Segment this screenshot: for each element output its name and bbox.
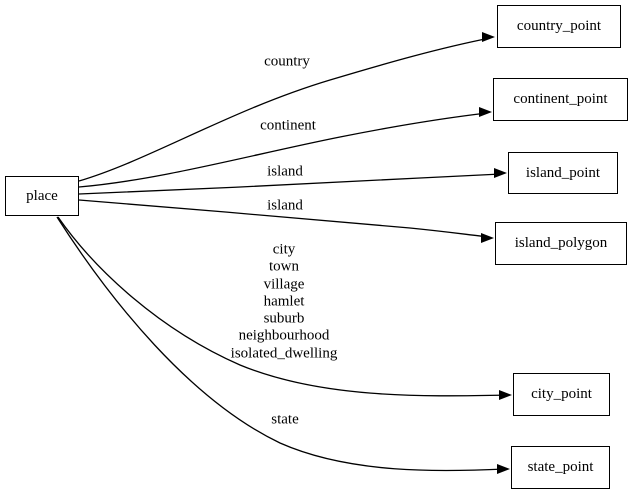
- node-label: city_point: [531, 386, 592, 402]
- edge-country-line: [78, 37, 491, 182]
- node-label: state_point: [527, 459, 594, 475]
- edge-continent-label: continent: [260, 117, 316, 134]
- edge-city-label: city town village hamlet suburb neighbou…: [230, 241, 338, 362]
- edge-island-polygon-line: [78, 199, 490, 238]
- edge-country-arrowhead: [482, 32, 495, 42]
- edge-state-arrowhead: [497, 464, 510, 474]
- node-label: country_point: [516, 18, 602, 34]
- node-label: place: [26, 187, 58, 204]
- edge-continent-arrowhead: [479, 107, 492, 117]
- node-place[interactable]: place: [5, 176, 79, 216]
- edge-continent-line: [78, 112, 488, 188]
- edge-state-line: [56, 216, 506, 472]
- node-label: island_point: [525, 164, 601, 181]
- edge-island-point-line: [78, 173, 503, 195]
- node-city_point[interactable]: city_point: [513, 373, 610, 416]
- edge-country-label: country: [264, 53, 310, 70]
- node-label: continent_point: [513, 91, 608, 107]
- edge-island-polygon-label: island: [267, 197, 303, 214]
- edge-state-label: state: [271, 411, 299, 428]
- node-continent_point[interactable]: continent_point: [493, 78, 628, 121]
- edge-island-point-arrowhead: [494, 168, 507, 178]
- node-island_point[interactable]: island_point: [508, 152, 618, 194]
- node-state_point[interactable]: state_point: [511, 446, 610, 489]
- node-label: island_polygon: [514, 235, 608, 251]
- node-country_point[interactable]: country_point: [497, 5, 621, 48]
- edge-city-line: [57, 216, 508, 397]
- node-island_polygon[interactable]: island_polygon: [495, 222, 627, 265]
- edge-island-polygon-arrowhead: [481, 233, 494, 243]
- edge-city-arrowhead: [499, 390, 512, 400]
- edge-island-point-label: island: [267, 163, 303, 180]
